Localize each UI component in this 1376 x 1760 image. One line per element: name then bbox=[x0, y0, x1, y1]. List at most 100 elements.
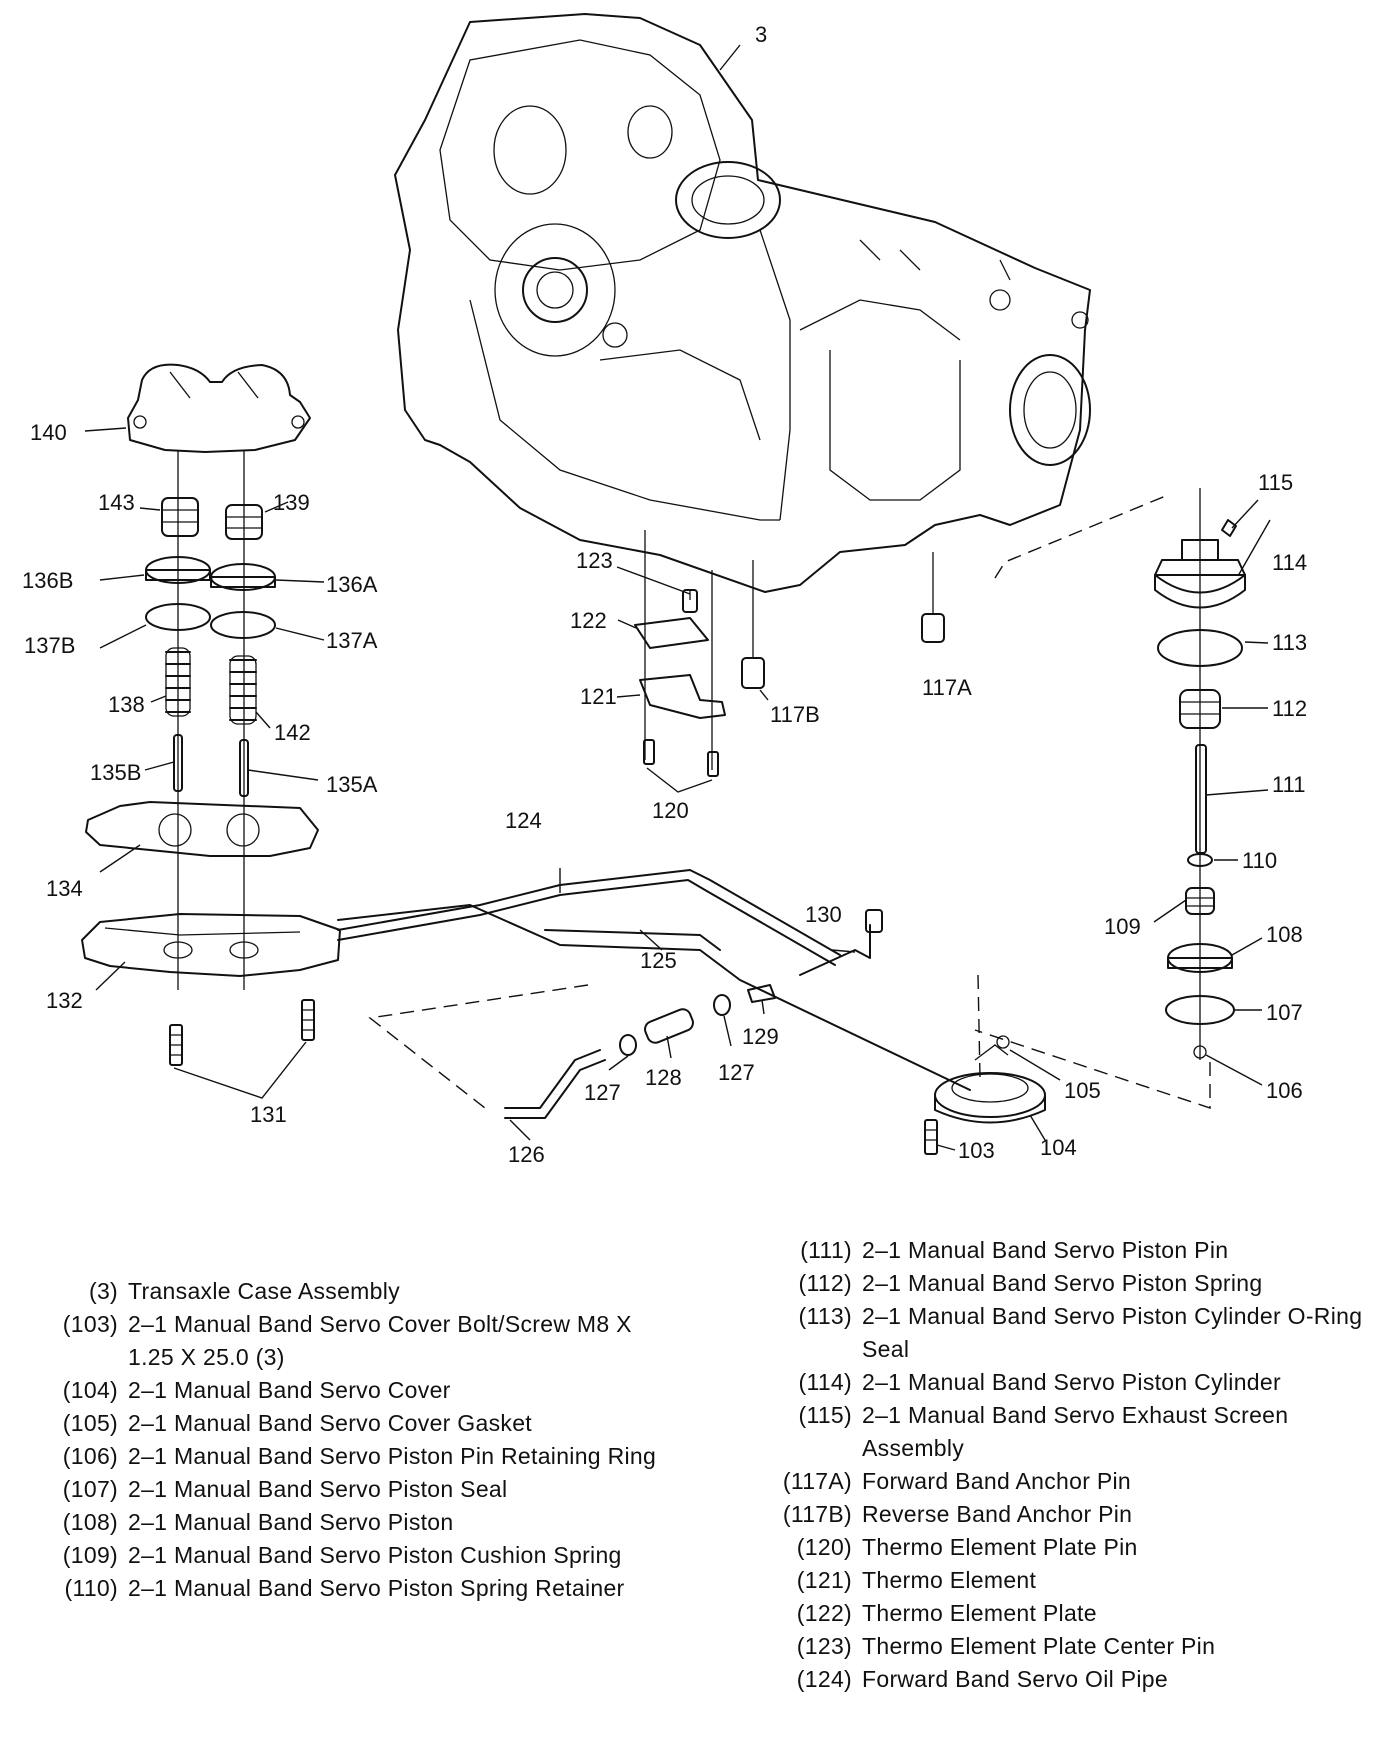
callout-137B: 137B bbox=[24, 633, 75, 658]
callout-112: 112 bbox=[1272, 696, 1307, 721]
legend-row: (120) Thermo Element Plate Pin bbox=[742, 1531, 1372, 1564]
legend-code: (109) bbox=[62, 1542, 118, 1568]
callout-129: 129 bbox=[742, 1024, 779, 1049]
callout-135A: 135A bbox=[326, 772, 378, 797]
callout-136B: 136B bbox=[22, 568, 73, 593]
legend-description: Transaxle Case Assembly bbox=[128, 1278, 400, 1304]
callout-110: 110 bbox=[1242, 848, 1277, 873]
callout-126: 126 bbox=[508, 1142, 545, 1167]
left-servo-stack-drawing bbox=[81, 363, 341, 1066]
legend-code: (124) bbox=[796, 1666, 852, 1692]
legend-code: (117A) bbox=[782, 1468, 852, 1494]
assembly-dashed-lines bbox=[368, 494, 1211, 1113]
legend-row: (122) Thermo Element Plate bbox=[742, 1597, 1372, 1630]
legend-code: (121) bbox=[796, 1567, 852, 1593]
legend-description: 2–1 Manual Band Servo Cover Gasket bbox=[128, 1410, 532, 1436]
callout-124: 124 bbox=[505, 808, 542, 833]
callout-136A: 136A bbox=[326, 572, 378, 597]
callout-103: 103 bbox=[958, 1138, 995, 1163]
legend-row: (117B) Reverse Band Anchor Pin bbox=[742, 1498, 1372, 1531]
callout-114: 114 bbox=[1272, 550, 1307, 575]
callout-131: 131 bbox=[250, 1102, 287, 1127]
legend-description: Thermo Element bbox=[862, 1567, 1037, 1593]
callout-117A: 117A bbox=[922, 675, 972, 700]
callout-132: 132 bbox=[46, 988, 83, 1013]
callout-122: 122 bbox=[570, 608, 607, 633]
legend-description: 2–1 Manual Band Servo Cover Bolt/Screw M… bbox=[128, 1311, 632, 1370]
legend-row: (108) 2–1 Manual Band Servo Piston bbox=[38, 1506, 658, 1539]
legend-description: 2–1 Manual Band Servo Piston Spring Reta… bbox=[128, 1575, 625, 1601]
parts-legend-right: (111) 2–1 Manual Band Servo Piston Pin (11… bbox=[742, 1234, 1372, 1696]
callout-113: 113 bbox=[1272, 630, 1307, 655]
callout-125: 125 bbox=[640, 948, 677, 973]
callout-134: 134 bbox=[46, 876, 83, 901]
legend-code: (123) bbox=[796, 1633, 852, 1659]
legend-row: (109) 2–1 Manual Band Servo Piston Cushio… bbox=[38, 1539, 658, 1572]
legend-code: (103) bbox=[62, 1311, 118, 1337]
legend-row: (113) 2–1 Manual Band Servo Piston Cylind… bbox=[742, 1300, 1372, 1366]
callout-111: 111 bbox=[1272, 772, 1305, 797]
legend-row: (104) 2–1 Manual Band Servo Cover bbox=[38, 1374, 658, 1407]
legend-code: (120) bbox=[796, 1534, 852, 1560]
legend-description: 2–1 Manual Band Servo Cover bbox=[128, 1377, 451, 1403]
legend-code: (115) bbox=[798, 1402, 852, 1428]
legend-description: 2–1 Manual Band Servo Piston Cylinder O-… bbox=[862, 1303, 1363, 1362]
legend-code: (105) bbox=[62, 1410, 118, 1436]
legend-code: (122) bbox=[796, 1600, 852, 1626]
legend-code: (107) bbox=[62, 1476, 118, 1502]
callout-127-right: 127 bbox=[718, 1060, 755, 1085]
legend-description: Thermo Element Plate Center Pin bbox=[862, 1633, 1216, 1659]
legend-code: (110) bbox=[64, 1575, 118, 1601]
legend-row: (114) 2–1 Manual Band Servo Piston Cylind… bbox=[742, 1366, 1372, 1399]
callout-109: 109 bbox=[1104, 914, 1141, 939]
callout-139: 139 bbox=[273, 490, 310, 515]
callout-123: 123 bbox=[576, 548, 613, 573]
legend-code: (112) bbox=[798, 1270, 852, 1296]
callout-104: 104 bbox=[1040, 1135, 1077, 1160]
callout-121: 121 bbox=[580, 684, 617, 709]
legend-row: (103) 2–1 Manual Band Servo Cover Bolt/Sc… bbox=[38, 1308, 658, 1374]
legend-code: (111) bbox=[800, 1237, 852, 1263]
legend-row: (115) 2–1 Manual Band Servo Exhaust Scree… bbox=[742, 1399, 1372, 1465]
legend-row: (106)2–1 Manual Band Servo Piston Pin Re… bbox=[38, 1440, 658, 1473]
callout-3: 3 bbox=[755, 22, 767, 47]
legend-row: (110) 2–1 Manual Band Servo Piston Spring… bbox=[38, 1572, 658, 1605]
callout-143: 143 bbox=[98, 490, 135, 515]
legend-row: (124) Forward Band Servo Oil Pipe bbox=[742, 1663, 1372, 1696]
legend-description: Thermo Element Plate Pin bbox=[862, 1534, 1138, 1560]
legend-description: 2–1 Manual Band Servo Piston Seal bbox=[128, 1476, 508, 1502]
legend-description: Reverse Band Anchor Pin bbox=[862, 1501, 1133, 1527]
legend-description: Thermo Element Plate bbox=[862, 1600, 1097, 1626]
thermo-element-drawing bbox=[634, 530, 945, 777]
legend-description: 2–1 Manual Band Servo Piston bbox=[128, 1509, 454, 1535]
callout-138: 138 bbox=[108, 692, 145, 717]
legend-description: Forward Band Servo Oil Pipe bbox=[862, 1666, 1168, 1692]
legend-description: 2–1 Manual Band Servo Piston Pin bbox=[862, 1237, 1229, 1263]
legend-code: (106) bbox=[62, 1443, 118, 1469]
legend-row: (107) 2–1 Manual Band Servo Piston Seal bbox=[38, 1473, 658, 1506]
legend-code: (114) bbox=[798, 1369, 852, 1395]
legend-row: (121) Thermo Element bbox=[742, 1564, 1372, 1597]
legend-code: (108) bbox=[62, 1509, 118, 1535]
callout-142: 142 bbox=[274, 720, 311, 745]
legend-code: (104) bbox=[62, 1377, 118, 1403]
callout-127-left: 127 bbox=[584, 1080, 621, 1105]
legend-description: 2–1 Manual Band Servo Piston Cushion Spr… bbox=[128, 1542, 622, 1568]
legend-description: 2–1 Manual Band Servo Exhaust Screen Ass… bbox=[862, 1402, 1289, 1461]
leader-lines bbox=[84, 44, 1271, 1151]
legend-code: (3) bbox=[88, 1278, 118, 1304]
callout-107: 107 bbox=[1266, 1000, 1303, 1025]
transaxle-case-drawing bbox=[394, 13, 1091, 593]
callout-137A: 137A bbox=[326, 628, 378, 653]
legend-row: (123) Thermo Element Plate Center Pin bbox=[742, 1630, 1372, 1663]
callout-117B: 117B bbox=[770, 702, 820, 727]
callout-106: 106 bbox=[1266, 1078, 1303, 1103]
callout-115: 115 bbox=[1258, 470, 1293, 495]
legend-code: (113) bbox=[798, 1303, 852, 1329]
legend-description: 2–1 Manual Band Servo Piston Cylinder bbox=[862, 1369, 1281, 1395]
callout-105: 105 bbox=[1064, 1078, 1101, 1103]
legend-description: 2–1 Manual Band Servo Piston Spring bbox=[862, 1270, 1263, 1296]
callout-135B: 135B bbox=[90, 760, 141, 785]
legend-row: (105) 2–1 Manual Band Servo Cover Gasket bbox=[38, 1407, 658, 1440]
legend-code: (117B) bbox=[782, 1501, 852, 1527]
